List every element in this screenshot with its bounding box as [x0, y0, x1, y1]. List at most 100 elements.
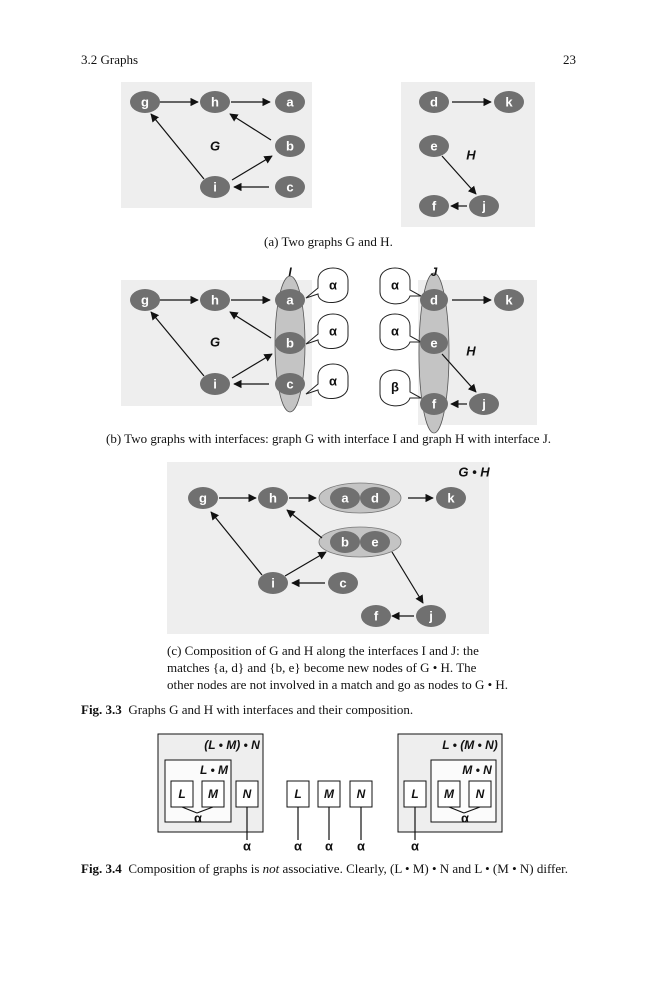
graph-node-f: f	[419, 195, 449, 217]
graph-g-label: G	[210, 139, 220, 154]
svg-text:L: L	[178, 787, 185, 801]
svg-text:h: h	[211, 95, 219, 110]
graph-node-e: e	[420, 332, 448, 354]
graph-node-k: k	[494, 91, 524, 113]
svg-text:j: j	[481, 199, 486, 214]
svg-text:a: a	[286, 293, 294, 308]
svg-text:a: a	[341, 491, 349, 506]
graph-node-d: d	[419, 91, 449, 113]
caption-a: (a) Two graphs G and H.	[264, 234, 393, 249]
figure-3-4-label: Fig. 3.4	[81, 861, 122, 876]
graph-node-h: h	[258, 487, 288, 509]
composition-label: G • H	[458, 465, 490, 480]
graph-node-a: a	[330, 487, 360, 509]
svg-text:α: α	[411, 839, 419, 854]
section-header: 3.2 Graphs	[81, 52, 139, 67]
graph-node-i: i	[200, 373, 230, 395]
graph-node-j: j	[469, 195, 499, 217]
alpha-bubble-e: α	[379, 313, 422, 351]
alpha-bubble-c: α	[305, 363, 349, 399]
alpha-bubble-b: α	[305, 313, 349, 349]
svg-text:c: c	[286, 180, 293, 195]
svg-text:f: f	[374, 609, 379, 624]
page-number: 23	[563, 52, 576, 67]
svg-text:α: α	[391, 278, 399, 293]
beta-bubble-f: β	[379, 369, 422, 407]
svg-text:k: k	[505, 293, 513, 308]
svg-text:g: g	[141, 293, 149, 308]
graph-node-e: e	[419, 135, 449, 157]
graph-node-e: e	[360, 531, 390, 553]
caption-b: (b) Two graphs with interfaces: graph G …	[106, 431, 552, 446]
svg-text:M: M	[208, 787, 219, 801]
right-inner-label: M • N	[462, 763, 492, 777]
svg-text:c: c	[286, 377, 293, 392]
figure-3-3-label: Fig. 3.3	[81, 702, 122, 717]
svg-text:α: α	[357, 839, 365, 854]
svg-text:d: d	[430, 95, 438, 110]
svg-text:α: α	[329, 324, 337, 339]
svg-text:i: i	[213, 377, 217, 392]
graph-node-k: k	[436, 487, 466, 509]
svg-text:f: f	[432, 199, 437, 214]
svg-text:k: k	[505, 95, 513, 110]
svg-text:M: M	[324, 787, 335, 801]
svg-text:b: b	[341, 535, 349, 550]
graph-node-d: d	[420, 289, 448, 311]
alpha-bubble-d: α	[379, 267, 422, 305]
svg-text:α: α	[391, 324, 399, 339]
graph-g-label: G	[210, 335, 220, 350]
svg-text:b: b	[286, 139, 294, 154]
caption-c: (c) Composition of G and H along the int…	[167, 642, 508, 693]
interface-j-label: J	[431, 265, 438, 279]
svg-text:i: i	[213, 180, 217, 195]
left-inner-label: L • M	[200, 763, 229, 777]
graph-node-h: h	[200, 91, 230, 113]
graph-node-c: c	[275, 373, 305, 395]
graph-node-g: g	[130, 289, 160, 311]
svg-text:L: L	[411, 787, 418, 801]
svg-text:d: d	[430, 293, 438, 308]
interface-i-label: I	[288, 265, 292, 279]
graph-node-k: k	[494, 289, 524, 311]
svg-text:e: e	[430, 336, 437, 351]
figure-3-4-emph: not	[262, 861, 280, 876]
left-outer-label: (L • M) • N	[204, 738, 260, 752]
graph-node-b: b	[330, 531, 360, 553]
figure-3-3b: I J g h a b c i G α α α α α β d k	[121, 265, 537, 434]
svg-text:N: N	[243, 787, 252, 801]
svg-text:j: j	[428, 609, 433, 624]
svg-text:a: a	[286, 95, 294, 110]
graph-node-b: b	[275, 135, 305, 157]
graph-node-j: j	[469, 393, 499, 415]
svg-text:α: α	[243, 839, 251, 854]
svg-text:h: h	[211, 293, 219, 308]
svg-text:M: M	[444, 787, 455, 801]
svg-text:L: L	[294, 787, 301, 801]
graph-node-i: i	[258, 572, 288, 594]
graph-node-f: f	[420, 393, 448, 415]
figure-3-3a: g h a b c i G d k e f j H	[121, 82, 535, 227]
caption-c-line-1: (c) Composition of G and H along the int…	[167, 643, 479, 658]
figure-3-4-text-2: associative. Clearly, (L • M) • N and L …	[279, 861, 569, 876]
svg-text:b: b	[286, 336, 294, 351]
svg-text:g: g	[199, 491, 207, 506]
caption-c-line-3: other nodes are not involved in a match …	[167, 677, 509, 692]
svg-text:α: α	[294, 839, 302, 854]
svg-text:d: d	[371, 491, 379, 506]
svg-text:N: N	[357, 787, 366, 801]
svg-text:α: α	[329, 374, 337, 389]
figure-3-4-caption: Fig. 3.4 Composition of graphs is not as…	[81, 860, 568, 877]
svg-text:c: c	[339, 576, 346, 591]
graph-node-g: g	[188, 487, 218, 509]
graph-node-i: i	[200, 176, 230, 198]
right-outer-label: L • (M • N)	[442, 738, 498, 752]
graph-h-label: H	[466, 148, 476, 163]
svg-text:e: e	[430, 139, 437, 154]
graph-node-h: h	[200, 289, 230, 311]
graph-node-a: a	[275, 289, 305, 311]
figure-3-4-text-1: Composition of graphs is	[128, 861, 263, 876]
svg-text:e: e	[371, 535, 378, 550]
graph-node-b: b	[275, 332, 305, 354]
svg-text:α: α	[461, 811, 469, 826]
